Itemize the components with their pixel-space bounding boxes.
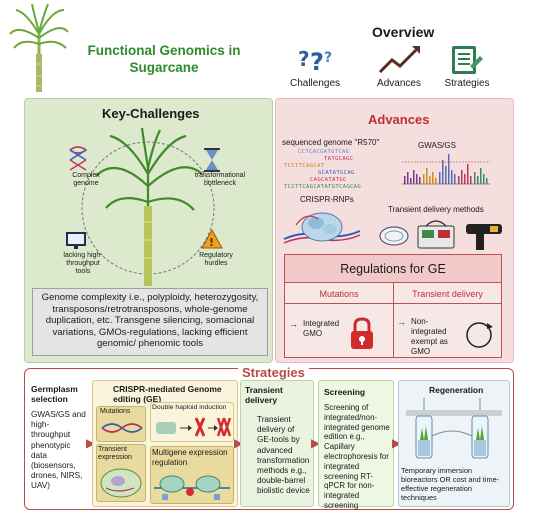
svg-text:?: ?	[310, 48, 324, 74]
double-haploid-label: Double haploid induction	[152, 404, 227, 411]
transient-delivery-column: Transient delivery Transient delivery of…	[240, 380, 314, 507]
genome-label: sequenced genome "R570"	[282, 138, 380, 147]
arrow-transient-to-screening: ▶	[311, 436, 321, 450]
regulations-title: Regulations for GE	[285, 255, 501, 283]
mutations-subpanel	[96, 406, 146, 442]
overview-title: Overview	[372, 24, 435, 40]
crispr-rnp-icon	[283, 212, 361, 244]
regulations-transient-header: Transient delivery	[412, 289, 483, 299]
transient-delivery-text: Transient delivery of GE-tools by advanc…	[257, 415, 310, 496]
lacking-tools-label: lacking high-throughput tools	[63, 252, 103, 275]
arrow-screening-to-regeneration: ▶	[392, 436, 402, 450]
sequence-line: TATGCAGC	[324, 156, 354, 162]
checklist-icon	[452, 46, 483, 74]
circular-plasmid-icon	[466, 322, 493, 348]
regulations-mutations-header: Mutations	[319, 289, 359, 299]
mutation-dna-icon	[101, 423, 143, 433]
germplasm-text: GWAS/GS and high-throughput phenotypic d…	[31, 410, 86, 491]
crispr-header: CRISPR-mediated Genome editing (GE)	[113, 384, 222, 404]
mutations-sublabel: Mutations	[100, 408, 131, 415]
regulations-arrow-2: →	[397, 317, 406, 327]
regulatory-hurdles-label: Regulatory hurdles	[199, 252, 233, 267]
regulations-subheader-line	[285, 303, 501, 304]
regulations-col1-text: Integrated GMO	[303, 319, 340, 338]
crispr-label: CRISPR-RNPs	[300, 195, 354, 204]
dna-icon	[69, 146, 88, 171]
arrow-crispr-to-transient: ▶	[234, 436, 244, 450]
manhattan-plot-icon	[402, 154, 490, 185]
sugarcane-plant-icon	[9, 4, 69, 92]
transient-methods-label: Transient delivery methods	[388, 205, 484, 214]
regeneration-header: Regeneration	[429, 385, 484, 395]
sequence-line: TCCTTCAGCATATGTCAGCAG	[284, 184, 362, 190]
transient-expression-icon	[100, 468, 142, 498]
petri-dish-icon	[379, 226, 409, 246]
overview-strategies-label: Strategies	[444, 78, 490, 89]
strategies-title: Strategies	[238, 365, 309, 380]
challenges-cycle: !	[66, 127, 223, 286]
arrow-germplasm-to-crispr: ▶	[86, 436, 96, 450]
hourglass-icon	[204, 148, 220, 172]
sequence-line: GCATATGCAG	[318, 170, 355, 176]
lock-icon	[351, 317, 373, 349]
sequence-line: TCCTTCAGCAT	[284, 163, 325, 169]
multigene-label: Multigene expression regulation	[152, 448, 228, 467]
gene-gun-icon	[466, 224, 502, 250]
regulations-box: Regulations for GE Mutations Transient d…	[284, 254, 502, 358]
overview-advances-label: Advances	[377, 78, 421, 89]
question-marks-icon: ? ? ?	[298, 47, 332, 74]
electroporator-icon	[417, 220, 455, 249]
svg-text:?: ?	[298, 47, 310, 71]
complex-genome-label: Complex genome	[72, 172, 100, 187]
germplasm-header: Germplasm selection	[31, 384, 78, 404]
trend-arrow-icon	[378, 46, 420, 74]
regulations-divider	[393, 283, 394, 357]
advances-title: Advances	[368, 112, 430, 127]
bioreactor-icon	[406, 398, 502, 459]
transient-delivery-icons	[379, 220, 502, 250]
multigene-icon	[154, 475, 230, 500]
transient-sublabel: Transient expression	[98, 446, 132, 461]
transient-delivery-header: Transient delivery	[245, 385, 283, 405]
key-challenges-title: Key-Challenges	[102, 106, 200, 121]
monitor-icon	[66, 232, 86, 249]
screening-header: Screening	[324, 387, 366, 397]
chromosome-icon	[156, 417, 232, 437]
challenges-summary: Genome complexity i.e., polyploidy, hete…	[32, 288, 268, 356]
warning-icon: !	[201, 228, 223, 249]
overview-challenges-label: Challenges	[289, 78, 341, 89]
regeneration-text: Temporary immersion bioreactors OR cost …	[401, 466, 500, 502]
page-title: Functional Genomics in Sugarcane	[87, 43, 241, 75]
screening-column: Screening Screening of integrated/non-in…	[318, 380, 394, 510]
germplasm-column: Germplasm selection GWAS/GS and high-thr…	[28, 380, 90, 507]
svg-text:?: ?	[324, 50, 332, 66]
regulations-col2-text: Non-integrated exempt as GMO	[411, 317, 448, 356]
svg-text:!: !	[209, 236, 214, 249]
sequence-line: CCTCACGATGTCAG	[298, 149, 350, 155]
screening-text: Screening of integrated/non-integrated g…	[324, 403, 390, 510]
regulations-arrow-1: →	[289, 319, 298, 329]
sequence-block: CCTCACGATGTCAG TATGCAGC TCCTTCAGCAT GCAT…	[284, 149, 380, 191]
gwas-label: GWAS/GS	[418, 141, 456, 150]
transformational-bottleneck-label: transformational bottleneck	[194, 172, 246, 187]
sequence-line: CAGCATATGC	[310, 177, 347, 183]
